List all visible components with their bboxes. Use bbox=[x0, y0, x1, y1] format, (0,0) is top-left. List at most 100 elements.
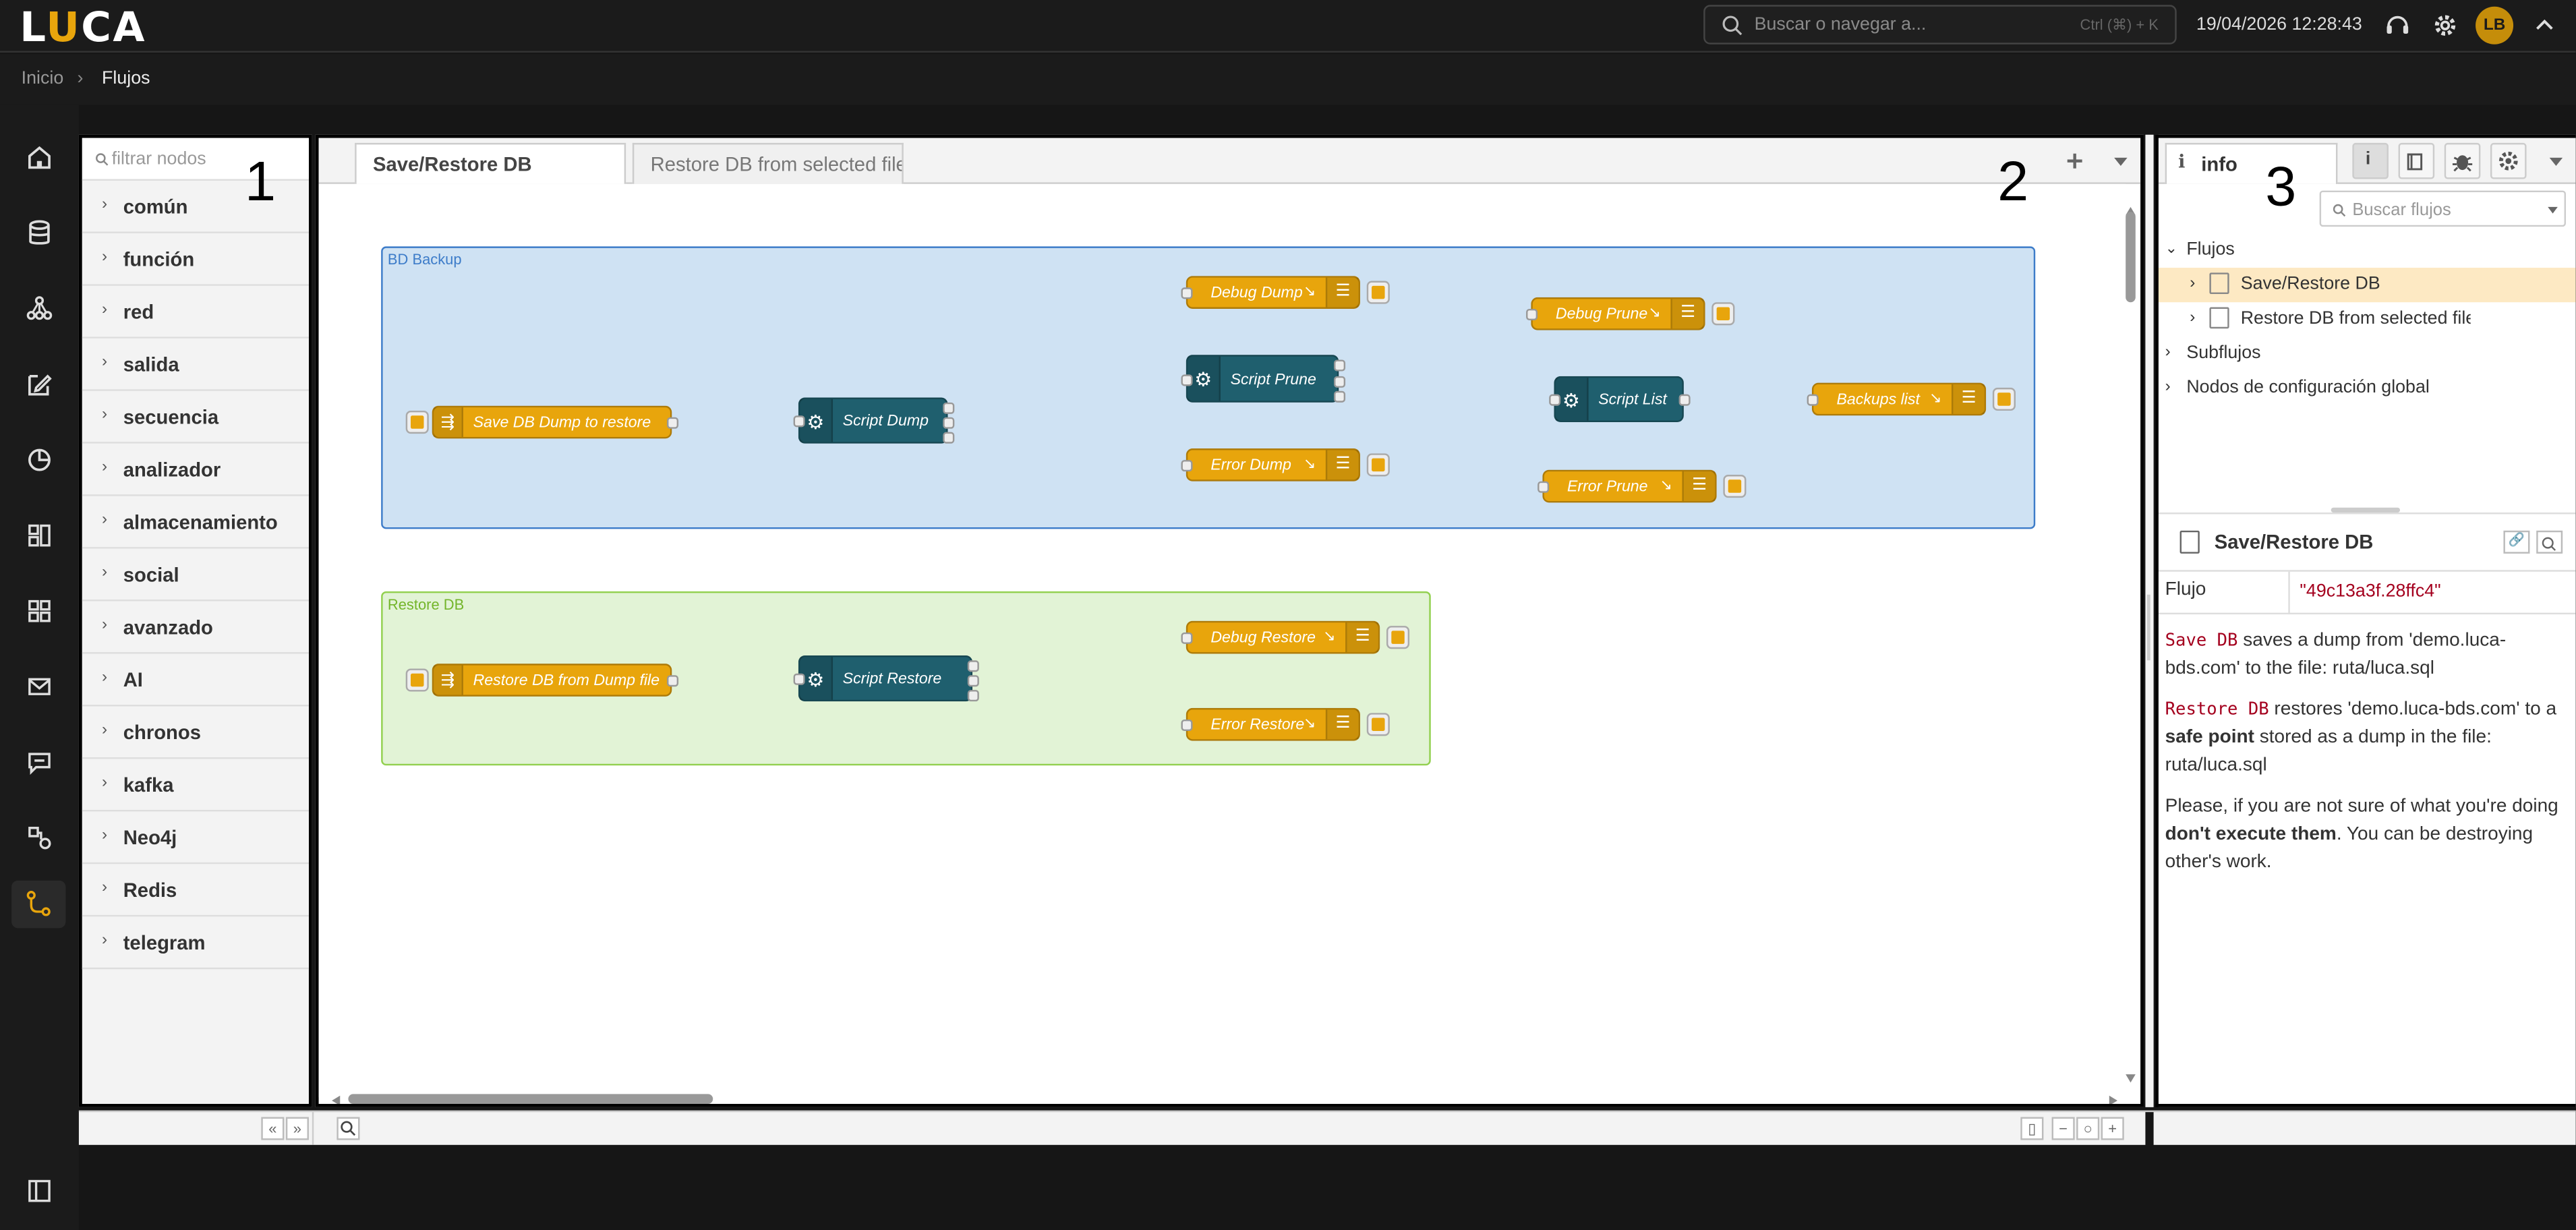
palette-category[interactable]: ›almacenamiento bbox=[82, 496, 309, 549]
add-tab-icon[interactable] bbox=[2065, 151, 2084, 171]
flow-node-script-dump[interactable]: ⚙Script Dump bbox=[793, 397, 955, 444]
flow-node-error-prune[interactable]: Error Prune↘☰ bbox=[1538, 469, 1747, 503]
dropdown-caret-icon[interactable] bbox=[2546, 206, 2559, 216]
flow-node-script-prune[interactable]: ⚙Script Prune bbox=[1181, 355, 1346, 403]
horizontal-scroll-thumb[interactable] bbox=[348, 1094, 713, 1104]
search-flow-button[interactable] bbox=[2536, 530, 2563, 554]
palette-category[interactable]: ›Redis bbox=[82, 864, 309, 917]
palette-category[interactable]: ›función bbox=[82, 233, 309, 286]
link-icon[interactable]: 🔗 bbox=[2503, 530, 2530, 554]
vertical-scrollbar[interactable] bbox=[2124, 197, 2137, 1083]
flow-node-error-dump[interactable]: Error Dump↘☰ bbox=[1181, 448, 1390, 481]
chat-icon[interactable] bbox=[20, 742, 59, 782]
integrations-icon[interactable] bbox=[20, 818, 59, 857]
input-port[interactable] bbox=[1807, 394, 1819, 406]
expand-all-icon[interactable]: » bbox=[285, 1117, 309, 1140]
input-port[interactable] bbox=[1181, 632, 1193, 644]
debug-bug-icon[interactable] bbox=[2444, 142, 2481, 179]
help-book-icon[interactable] bbox=[2398, 142, 2435, 179]
input-port[interactable] bbox=[793, 415, 805, 428]
dashboard-icon[interactable] bbox=[20, 516, 59, 555]
palette-category[interactable]: ›común bbox=[82, 180, 309, 233]
pie-chart-icon[interactable] bbox=[20, 440, 59, 479]
palette-category[interactable]: ›kafka bbox=[82, 759, 309, 812]
tree-config-nodes[interactable]: ›Nodos de configuración global bbox=[2165, 378, 2430, 398]
sidebar-separator[interactable] bbox=[2145, 134, 2154, 1107]
output-port[interactable] bbox=[943, 432, 955, 444]
scroll-right-icon[interactable] bbox=[2106, 1094, 2119, 1107]
scroll-left-icon[interactable] bbox=[330, 1094, 343, 1107]
input-port[interactable] bbox=[1538, 481, 1550, 493]
breadcrumb-home[interactable]: Inicio bbox=[21, 69, 64, 89]
sidebar-menu-caret-icon[interactable] bbox=[2548, 156, 2564, 167]
palette-category[interactable]: ›analizador bbox=[82, 443, 309, 496]
debug-toggle-button[interactable] bbox=[1366, 281, 1390, 304]
tab-info[interactable]: ℹ info bbox=[2165, 142, 2338, 184]
input-port[interactable] bbox=[1549, 394, 1561, 406]
inject-button[interactable] bbox=[405, 411, 429, 434]
output-port[interactable] bbox=[1334, 390, 1346, 403]
input-port[interactable] bbox=[1181, 460, 1193, 472]
output-port[interactable] bbox=[667, 675, 679, 687]
zoom-reset-icon[interactable]: ○ bbox=[2076, 1117, 2100, 1140]
zoom-out-icon[interactable]: − bbox=[2051, 1117, 2075, 1140]
input-port[interactable] bbox=[1181, 374, 1193, 386]
flow-node-error-restore[interactable]: Error Restore↘☰ bbox=[1181, 707, 1390, 741]
palette-category[interactable]: ›AI bbox=[82, 653, 309, 707]
flow-node-debug-restore[interactable]: Debug Restore↘☰ bbox=[1181, 620, 1410, 654]
output-port[interactable] bbox=[667, 417, 679, 429]
debug-toggle-button[interactable] bbox=[1366, 713, 1390, 736]
apps-grid-icon[interactable] bbox=[20, 591, 59, 631]
info-tab-icon-button[interactable]: i bbox=[2352, 142, 2389, 179]
input-port[interactable] bbox=[1181, 719, 1193, 732]
mail-icon[interactable] bbox=[20, 667, 59, 706]
flow-node-debug-prune[interactable]: Debug Prune↘☰ bbox=[1526, 297, 1735, 330]
edit-icon[interactable] bbox=[20, 365, 59, 404]
output-port[interactable] bbox=[967, 690, 979, 702]
support-icon[interactable] bbox=[2384, 11, 2411, 39]
flow-node-save-dump[interactable]: ⇶Save DB Dump to restore bbox=[405, 405, 679, 439]
sidebar-toggle-icon[interactable] bbox=[20, 1171, 59, 1210]
palette-category[interactable]: ›telegram bbox=[82, 916, 309, 970]
database-icon[interactable] bbox=[20, 214, 59, 253]
output-port[interactable] bbox=[1334, 359, 1346, 372]
output-port[interactable] bbox=[967, 660, 979, 672]
palette-category[interactable]: ›red bbox=[82, 285, 309, 339]
tab-restore-db-from-selected-file[interactable]: Restore DB from selected file bbox=[632, 142, 904, 184]
flow-node-script-list[interactable]: ⚙Script List bbox=[1549, 376, 1691, 423]
tree-flow-restore-db-selected[interactable]: ›Restore DB from selected file bbox=[2159, 302, 2576, 336]
config-gear-icon[interactable] bbox=[2490, 142, 2527, 179]
palette-category[interactable]: ›secuencia bbox=[82, 390, 309, 444]
debug-toggle-button[interactable] bbox=[1723, 475, 1747, 498]
inject-button[interactable] bbox=[405, 668, 429, 692]
chevron-up-icon[interactable] bbox=[2535, 16, 2554, 32]
output-port[interactable] bbox=[943, 417, 955, 429]
tree-flows[interactable]: ⌄Flujos bbox=[2165, 239, 2235, 260]
debug-toggle-button[interactable] bbox=[1386, 626, 1410, 649]
output-port[interactable] bbox=[943, 402, 955, 414]
sidebar-resize-handle[interactable] bbox=[2331, 507, 2400, 513]
user-avatar[interactable]: LB bbox=[2476, 6, 2514, 45]
flow-node-restore-from[interactable]: ⇶Restore DB from Dump file bbox=[405, 664, 679, 697]
network-icon[interactable] bbox=[20, 289, 59, 328]
palette-category[interactable]: ›salida bbox=[82, 338, 309, 391]
palette-filter-input[interactable]: filtrar nodos bbox=[82, 138, 309, 181]
debug-toggle-button[interactable] bbox=[1366, 453, 1390, 477]
settings-gear-icon[interactable] bbox=[2431, 11, 2459, 39]
tab-menu-caret-icon[interactable] bbox=[2113, 156, 2129, 167]
flow-node-backups-list[interactable]: Backups list↘☰ bbox=[1807, 382, 2016, 416]
nav-flows-active[interactable] bbox=[11, 880, 66, 929]
input-port[interactable] bbox=[793, 673, 805, 685]
output-port[interactable] bbox=[1334, 375, 1346, 387]
global-search-input[interactable]: Buscar o navegar a... Ctrl (⌘) + K bbox=[1703, 5, 2177, 45]
palette-category[interactable]: ›avanzado bbox=[82, 601, 309, 654]
navigator-map-icon[interactable]: ▯ bbox=[2020, 1117, 2044, 1140]
input-port[interactable] bbox=[1181, 287, 1193, 299]
input-port[interactable] bbox=[1526, 308, 1538, 321]
flow-node-script-restore[interactable]: ⚙Script Restore bbox=[793, 655, 979, 702]
luca-logo[interactable]: LUCA bbox=[20, 3, 146, 51]
output-port[interactable] bbox=[967, 675, 979, 687]
tab-save-restore-db[interactable]: Save/Restore DB bbox=[355, 142, 626, 184]
flow-node-debug-dump[interactable]: Debug Dump↘☰ bbox=[1181, 276, 1390, 309]
